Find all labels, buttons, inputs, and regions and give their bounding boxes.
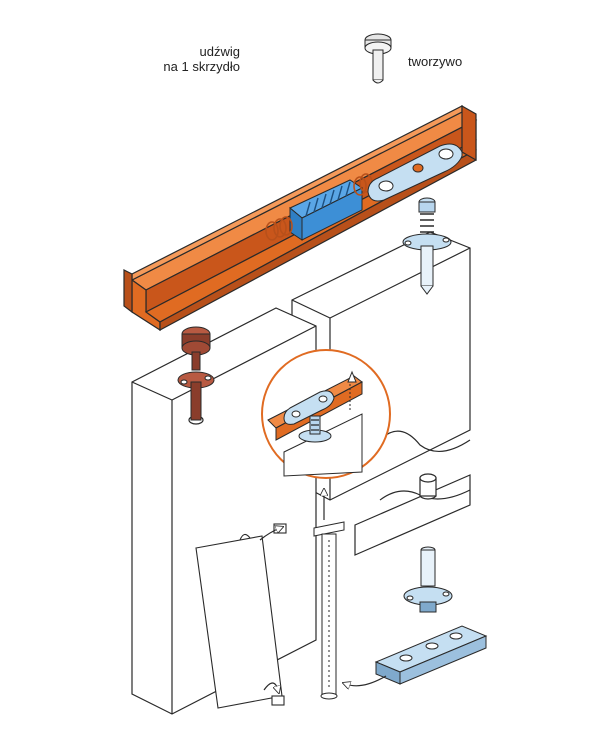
floor-guide [374, 546, 488, 685]
curved-arrow-icon [259, 492, 387, 690]
stop-bolt [177, 326, 215, 421]
load-capacity-label: udźwig na 1 skrzydło [120, 44, 240, 74]
drilling-template [195, 523, 287, 709]
spring-carriage [265, 173, 373, 241]
load-capacity-line-1: udźwig [199, 44, 240, 59]
mounting-rod [313, 521, 345, 700]
guide-bolt-upper [402, 197, 452, 295]
detail-magnifier [261, 349, 391, 479]
material-label: tworzywo [408, 54, 463, 69]
rail-mounting-plate [367, 143, 463, 202]
plastic-screw-icon [364, 33, 392, 84]
load-capacity-line-2: na 1 skrzydło [163, 59, 240, 74]
